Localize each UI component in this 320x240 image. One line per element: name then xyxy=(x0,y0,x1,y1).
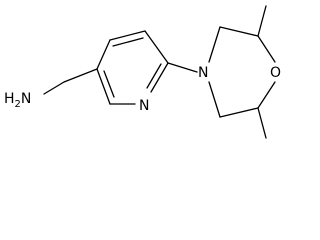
pyridine-nitrogen-label: N xyxy=(139,98,149,114)
bond-mo-c6-c5 xyxy=(219,107,259,118)
bond-py-c6-n1 xyxy=(150,62,169,93)
bond-py-c4-c5-inner xyxy=(112,37,144,47)
bond-n-ch2 xyxy=(43,81,65,95)
bond-py-c4-c5 xyxy=(109,30,146,41)
bond-ch2-ring xyxy=(63,68,98,83)
bond-methyl-top xyxy=(257,5,267,37)
bond-mo-o-c6 xyxy=(257,81,276,109)
bond-ring-morpholine xyxy=(167,62,198,73)
bond-mo-n-c3 xyxy=(208,26,221,63)
morpholine-nitrogen-label: N xyxy=(198,65,208,81)
bond-mo-c3-c2 xyxy=(219,26,259,37)
bond-mo-c5-n xyxy=(208,81,221,118)
bond-py-c5-c6 xyxy=(144,30,169,64)
molecule-structure: H2N N N O xyxy=(4,5,281,139)
bond-py-c3-c4 xyxy=(96,39,111,70)
bond-mo-c2-o xyxy=(257,35,276,63)
bond-py-c6-n1-inner xyxy=(146,63,162,89)
morpholine-oxygen-label: O xyxy=(270,65,281,81)
amine-label: H2N xyxy=(4,91,31,110)
bond-py-c2-c3 xyxy=(96,68,111,105)
bond-methyl-bottom xyxy=(257,107,267,139)
bond-py-c2-c3-inner xyxy=(103,70,115,98)
